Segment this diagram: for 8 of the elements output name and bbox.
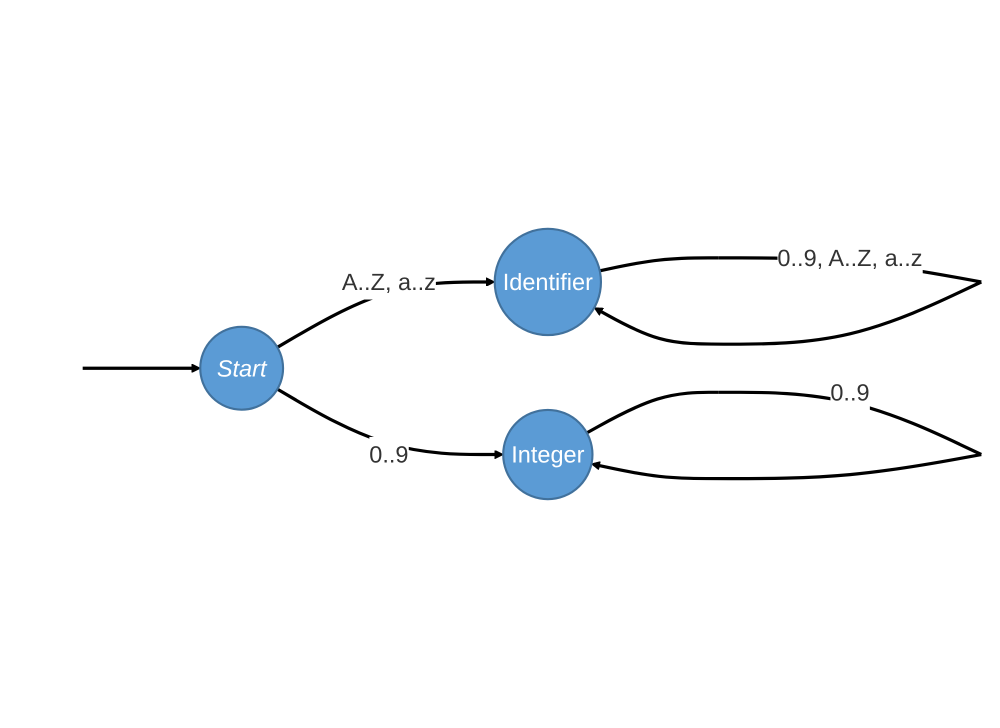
edge-label: 0..9 — [830, 378, 870, 406]
arrow — [82, 364, 201, 373]
node-circle: Identifier — [494, 228, 602, 336]
edge-label: 0..9 — [369, 441, 409, 468]
edge-label: 0..9, A..Z, a..z — [777, 244, 922, 272]
edge-label: A..Z, a..z — [342, 268, 436, 296]
node-circle: Start — [199, 326, 284, 411]
node-circle: Integer — [502, 408, 594, 500]
